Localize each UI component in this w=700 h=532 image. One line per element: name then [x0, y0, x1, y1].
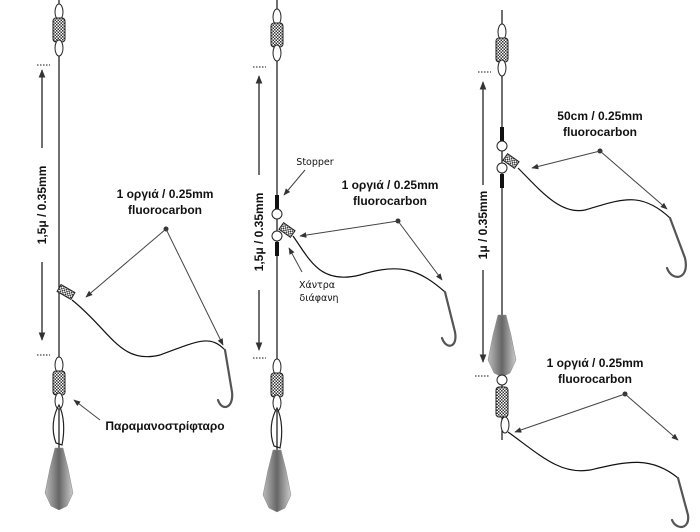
bead — [271, 208, 283, 220]
bead — [496, 374, 508, 386]
pointer-arrow — [85, 228, 167, 298]
lower-leader-label: 1 οργιά / 0.25mm — [547, 356, 644, 370]
pointer-arrow — [514, 393, 626, 433]
pointer-arrow — [397, 220, 443, 281]
rig-1: 1,5μ / 0.35mm 1 οργιά / 0.25mm fluorocar… — [35, 0, 234, 511]
bottom-swivel — [270, 358, 284, 412]
leader-line — [71, 299, 226, 358]
stopper-top — [500, 127, 504, 141]
bead — [496, 140, 508, 152]
pointer-arrow — [73, 399, 101, 421]
pointer-arrow — [283, 169, 306, 196]
top-swivel — [52, 3, 66, 57]
pointer-arrow — [165, 228, 224, 346]
pointer-arrow — [531, 150, 601, 170]
sinker-icon — [262, 449, 292, 513]
rig-3: 1μ / 0.35mm 50cm / 0.25mm fluorocarbon 1… — [475, 10, 690, 528]
main-line-label: 1,5μ / 0.35mm — [252, 193, 266, 272]
lower-leader-line — [507, 431, 679, 479]
swivel-ring — [500, 416, 510, 434]
stopper-label: Stopper — [296, 157, 333, 168]
bottom-swivel — [52, 356, 66, 410]
pointer-arrow — [288, 247, 303, 273]
bead — [496, 162, 508, 174]
sinker-icon — [44, 447, 74, 511]
bead-label: Χάντρα — [299, 280, 335, 291]
bead — [271, 230, 283, 242]
hook-icon — [216, 348, 234, 409]
main-line-label: 1μ / 0.35mm — [476, 191, 490, 260]
upper-leader-label-material: fluorocarbon — [563, 125, 637, 139]
rig-2: 1,5μ / 0.35mm Stopper Χάντρα διάφανη 1 ο… — [252, 0, 457, 513]
leader-label-material: fluorocarbon — [128, 203, 202, 217]
pointer-arrow — [599, 150, 668, 210]
lower-leader-label-material: fluorocarbon — [558, 372, 632, 386]
upper-leader-line — [517, 167, 671, 219]
leader-line — [292, 235, 446, 293]
leader-label: 1 οργιά / 0.25mm — [117, 187, 214, 201]
bottom-swivel — [495, 386, 509, 418]
pointer-arrow — [624, 393, 679, 441]
sinker-icon — [487, 314, 517, 378]
hook-icon — [665, 216, 687, 278]
leader-label-material: fluorocarbon — [353, 194, 427, 208]
main-line-label: 1,5μ / 0.35mm — [35, 166, 49, 245]
swivel-label: Παραμανοστρίφταρο — [105, 419, 224, 433]
hook-icon — [440, 290, 457, 347]
top-swivel — [495, 23, 509, 77]
hook-icon — [670, 476, 690, 528]
bead-label-2: διάφανη — [299, 293, 338, 304]
top-swivel — [270, 8, 284, 62]
stopper-bottom — [500, 174, 504, 188]
stopper-bottom — [275, 242, 279, 256]
upper-leader-label: 50cm / 0.25mm — [557, 109, 642, 123]
stopper-top — [275, 195, 279, 209]
branch-swivel — [278, 222, 296, 238]
leader-label: 1 οργιά / 0.25mm — [342, 178, 439, 192]
branch-swivel — [502, 153, 520, 169]
branch-swivel — [56, 283, 76, 301]
pointer-arrow — [299, 220, 399, 238]
